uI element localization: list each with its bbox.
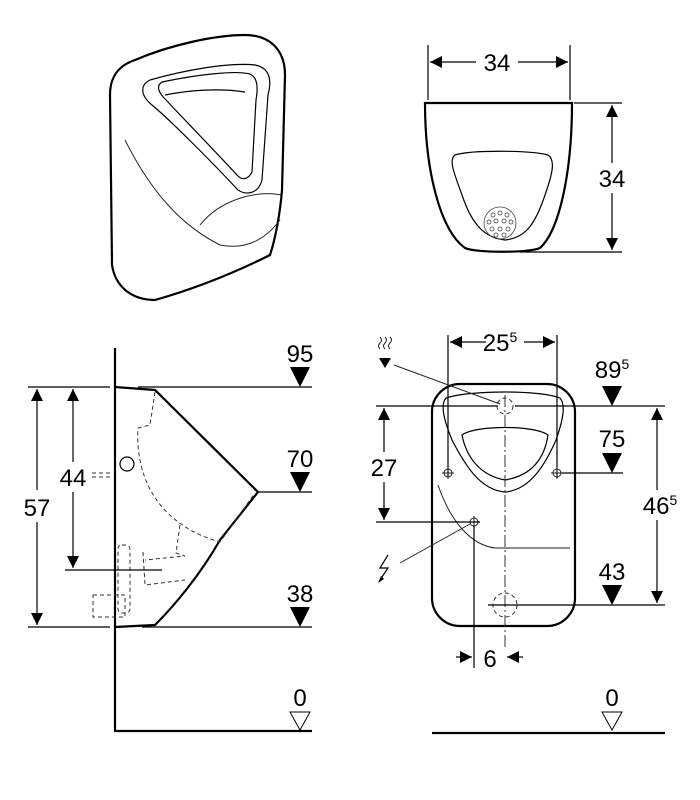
- dim-6: 6: [483, 646, 496, 673]
- front-view: 255 895 75 43 0 465 27 6: [371, 329, 678, 735]
- level-marker-icon: [602, 386, 622, 406]
- level-43: 43: [599, 559, 626, 586]
- level-0: 0: [293, 685, 306, 712]
- dim-top-width: 34: [484, 50, 511, 77]
- dim-57: 57: [24, 495, 51, 522]
- electrical-power-icon: [378, 554, 390, 583]
- level-70: 70: [287, 446, 314, 473]
- dim-46-5: 465: [643, 492, 678, 520]
- drain-grate-icon: [483, 206, 517, 240]
- level-marker-icon: [290, 607, 310, 627]
- level-marker-icon: [602, 453, 622, 473]
- floor-level-marker-icon: [289, 711, 311, 732]
- level-marker-icon: [290, 367, 310, 387]
- dim-27: 27: [371, 455, 398, 482]
- level-marker-icon: [602, 585, 622, 605]
- water-supply-icon: [378, 336, 392, 368]
- level-38: 38: [287, 581, 314, 608]
- level-95: 95: [287, 341, 314, 368]
- dim-top-depth: 34: [599, 166, 626, 193]
- floor-level-marker-icon: [601, 711, 623, 732]
- level-75: 75: [599, 426, 626, 453]
- perspective-view: [108, 33, 287, 302]
- dim-44: 44: [60, 465, 87, 492]
- mounting-point-icon: [442, 467, 563, 528]
- level-0: 0: [605, 685, 618, 712]
- level-89-5: 895: [595, 356, 630, 384]
- top-view: 34 34: [423, 45, 626, 253]
- level-marker-icon: [290, 472, 310, 492]
- dim-25-5: 255: [483, 329, 518, 357]
- side-view: 95 70 38 0 57 44: [24, 341, 314, 733]
